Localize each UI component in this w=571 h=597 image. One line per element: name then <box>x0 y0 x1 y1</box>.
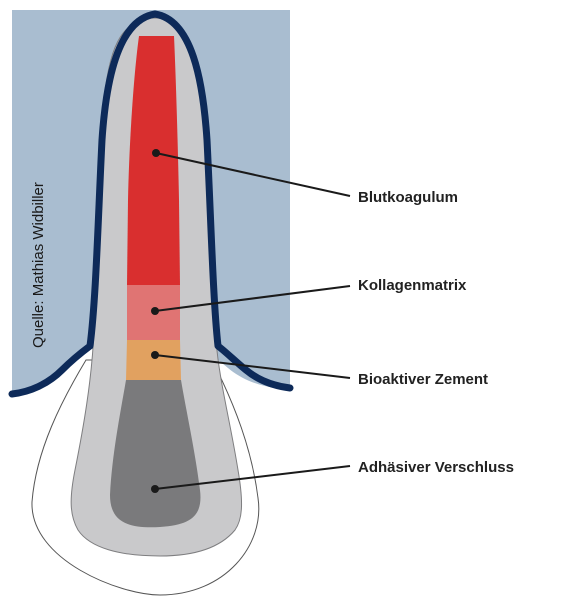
label-adhesive-seal: Adhäsiver Verschluss <box>358 459 514 476</box>
marker-adhesive-seal <box>151 485 159 493</box>
marker-blood-clot <box>152 149 160 157</box>
bioactive-cement-layer <box>126 340 181 380</box>
marker-collagen-matrix <box>151 307 159 315</box>
label-bioactive-cement: Bioaktiver Zement <box>358 371 488 388</box>
label-blood-clot: Blutkoagulum <box>358 189 458 206</box>
marker-bioactive-cement <box>151 351 159 359</box>
blood-clot-layer <box>127 36 180 285</box>
label-collagen-matrix: Kollagenmatrix <box>358 277 467 294</box>
source-credit: Quelle: Mathias Widbiller <box>30 182 47 348</box>
